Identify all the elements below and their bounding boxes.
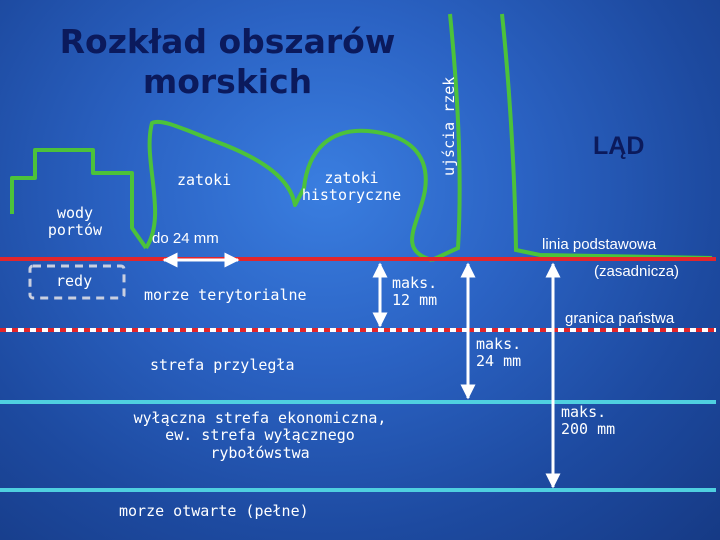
bay-coastline (144, 119, 433, 262)
label-river-mouths: ujścia rzek (440, 76, 458, 176)
title-line-2: morskich (142, 62, 313, 101)
river-mouth-coastline-east (500, 13, 713, 260)
page-title: Rozkład obszarów morskich (55, 22, 400, 102)
label-eez: wyłączna strefa ekonomiczna, ew. strefa … (133, 409, 387, 462)
label-baseline-principal: (zasadnicza) (594, 263, 680, 280)
port-coastline (10, 148, 148, 250)
roadstead-box (28, 264, 126, 300)
label-max-200: maks. 200 mm (561, 403, 616, 439)
label-up-to-24: do 24 mm (152, 230, 219, 247)
label-baseline: linia podstawowa (542, 236, 657, 253)
label-land: LĄD (593, 132, 645, 160)
label-port-waters: wody portów (47, 204, 103, 240)
label-max-12: maks. 12 mm (392, 274, 438, 310)
label-max-24: maks. 24 mm (476, 335, 522, 371)
river-mouth-coastline (431, 13, 462, 262)
label-roadstead: redy (56, 272, 93, 290)
label-bays: zatoki (177, 171, 232, 189)
label-state-border: granica państwa (565, 310, 675, 327)
label-territorial-sea: morze terytorialne (144, 286, 307, 304)
label-high-seas: morze otwarte (pełne) (119, 502, 309, 520)
label-historic-bays: zatoki historyczne (301, 169, 402, 205)
title-line-1: Rozkład obszarów (59, 22, 396, 61)
label-contiguous-zone: strefa przyległa (150, 356, 295, 374)
